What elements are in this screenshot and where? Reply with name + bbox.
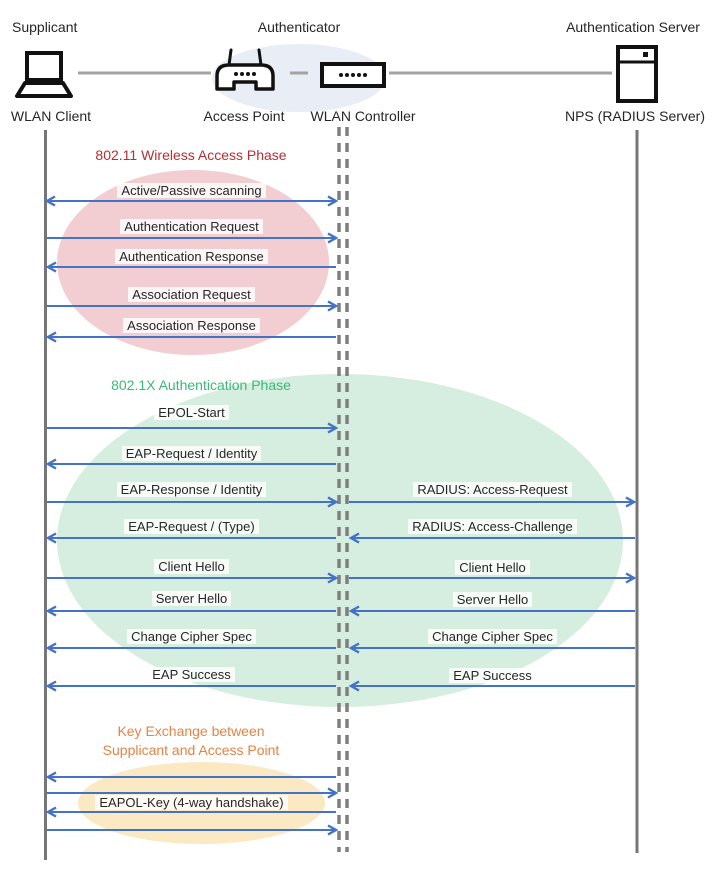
message-label: RADIUS: Access-Request — [349, 482, 636, 497]
access-point-icon — [212, 46, 278, 99]
message-label: EPOL-Start — [47, 405, 336, 420]
role-supplicant: Supplicant — [12, 19, 78, 35]
message-label: Active/Passive scanning — [47, 183, 336, 198]
message-label: Client Hello — [349, 560, 636, 575]
message-label: Authentication Request — [47, 219, 336, 234]
message-label: Server Hello — [349, 592, 636, 607]
node-access-point: Access Point — [203, 108, 285, 124]
server-icon — [615, 45, 659, 108]
message-label: EAPOL-Key (4-way handshake) — [47, 795, 336, 810]
node-wlan-client: WLAN Client — [10, 108, 92, 124]
message-label: EAP-Request / Identity — [47, 446, 336, 461]
node-nps-radius-server: NPS (RADIUS Server) — [564, 108, 706, 124]
phase-title-key-exchange-line2: Supplicant and Access Point — [102, 742, 280, 758]
wlan-controller-icon — [319, 61, 387, 94]
message-label: EAP Success — [349, 668, 636, 683]
message-label: EAP Success — [47, 667, 336, 682]
phase-title-key-exchange-line1: Key Exchange between — [117, 723, 265, 739]
role-authenticator: Authenticator — [257, 19, 341, 35]
message-label: EAP-Response / Identity — [47, 482, 336, 497]
node-wlan-controller: WLAN Controller — [310, 108, 416, 124]
message-label: Change Cipher Spec — [47, 629, 336, 644]
message-label: Association Response — [47, 318, 336, 333]
message-label: Client Hello — [47, 559, 336, 574]
phase-title-8021x: 802.1X Authentication Phase — [111, 377, 291, 393]
message-label: Change Cipher Spec — [349, 629, 636, 644]
phase-8021x-ellipse — [57, 374, 623, 707]
role-authentication-server: Authentication Server — [566, 19, 700, 35]
message-label: Server Hello — [47, 591, 336, 606]
phase-title-key-exchange: Key Exchange between Supplicant and Acce… — [60, 722, 322, 760]
message-label: Association Request — [47, 287, 336, 302]
message-label: Authentication Response — [47, 249, 336, 264]
message-label: RADIUS: Access-Challenge — [349, 519, 636, 534]
phase-title-80211: 802.11 Wireless Access Phase — [95, 147, 287, 163]
laptop-icon — [10, 50, 78, 105]
message-label: EAP-Request / (Type) — [47, 519, 336, 534]
